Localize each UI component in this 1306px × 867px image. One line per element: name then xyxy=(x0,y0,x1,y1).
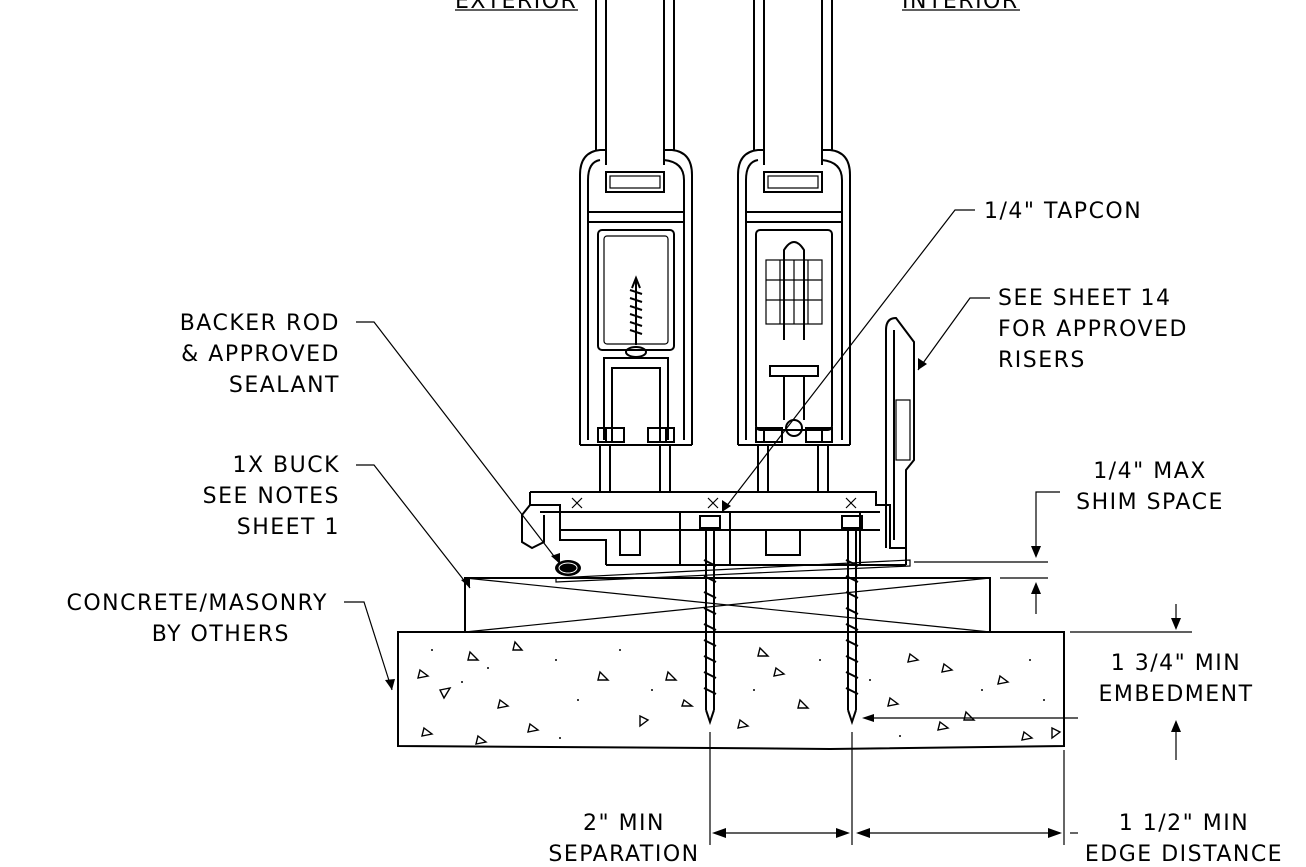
risers-label-line-2: FOR APPROVED xyxy=(998,317,1188,342)
shim-label-line-1: 1/4" MAX xyxy=(1093,459,1207,484)
concrete-substrate xyxy=(397,631,1065,751)
backer-rod-label-line-3: SEALANT xyxy=(229,373,340,398)
interior-sash-profile xyxy=(737,149,851,446)
backer-rod-label-line-2: & APPROVED xyxy=(181,342,340,367)
embedment-dimension xyxy=(1070,604,1192,760)
riser-profile xyxy=(885,316,915,548)
interior-label: INTERIOR xyxy=(902,0,1019,14)
separation-label-line-2: SEPARATION xyxy=(548,842,699,867)
wood-buck xyxy=(464,577,991,633)
leader-concrete xyxy=(344,601,395,691)
shim-space-dimension xyxy=(914,491,1060,614)
buck-label-line-3: SHEET 1 xyxy=(237,515,340,540)
leader-embedment xyxy=(862,714,1078,722)
edge-distance-dimension xyxy=(856,750,1078,845)
leader-buck xyxy=(356,464,471,589)
shim xyxy=(555,559,911,583)
exterior-sash-profile xyxy=(579,149,693,446)
leader-backer-rod xyxy=(356,321,561,565)
leader-risers xyxy=(917,297,990,371)
tapcon-anchor-right xyxy=(841,515,863,726)
concrete-label-line-1: CONCRETE/MASONRY xyxy=(66,591,328,616)
tapcon-anchor-left xyxy=(699,515,721,726)
risers-label-line-3: RISERS xyxy=(998,348,1086,373)
embedment-label-line-1: 1 3/4" MIN xyxy=(1111,651,1241,676)
edge-distance-label-line-2: EDGE DISTANCE xyxy=(1085,842,1283,867)
frame-sill-profile xyxy=(521,445,907,566)
backer-rod xyxy=(555,560,581,576)
tapcon-label: 1/4" TAPCON xyxy=(984,199,1142,224)
shim-label-line-2: SHIM SPACE xyxy=(1076,490,1224,515)
separation-dimension xyxy=(709,732,853,845)
edge-distance-label-line-1: 1 1/2" MIN xyxy=(1119,811,1249,836)
exterior-glass-pane xyxy=(595,0,675,150)
interior-glass-pane xyxy=(753,0,833,150)
exterior-label: EXTERIOR xyxy=(455,0,577,14)
separation-label-line-1: 2" MIN xyxy=(583,811,665,836)
leader-tapcon xyxy=(721,209,975,513)
buck-label-line-1: 1X BUCK xyxy=(232,453,340,478)
concrete-label-line-2: BY OTHERS xyxy=(152,622,290,647)
risers-label-line-1: SEE SHEET 14 xyxy=(998,286,1172,311)
embedment-label-line-2: EMBEDMENT xyxy=(1098,682,1253,707)
backer-rod-label-line-1: BACKER ROD xyxy=(180,311,340,336)
buck-label-line-2: SEE NOTES xyxy=(203,484,340,509)
